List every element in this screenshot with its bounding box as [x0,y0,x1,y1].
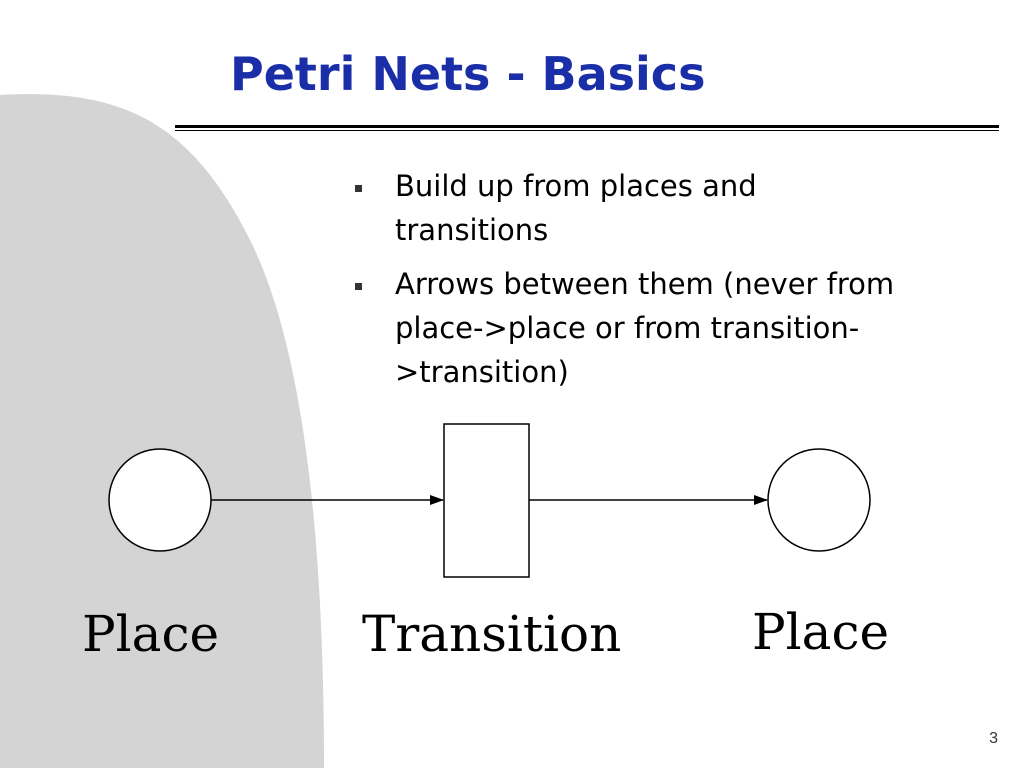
bullet-text: Build up from places and transitions [395,169,757,247]
title-divider-thick [175,125,999,128]
title-divider-thin [175,130,999,131]
transition-label: Transition [362,605,622,663]
place-label: Place [752,603,890,661]
slide-title: Petri Nets - Basics [230,47,706,101]
page-number: 3 [989,730,998,747]
transition-node [443,423,530,578]
bullet-item: Build up from places and transitions [355,164,915,252]
bullet-list: Build up from places and transitions Arr… [355,164,915,404]
place-label: Place [82,605,220,663]
place-node-1 [108,448,212,552]
bullet-item: Arrows between them (never from place->p… [355,262,915,394]
place-node-2 [767,448,871,552]
square-bullet-icon [355,283,362,290]
bullet-text: Arrows between them (never from place->p… [395,267,895,389]
square-bullet-icon [355,185,362,192]
